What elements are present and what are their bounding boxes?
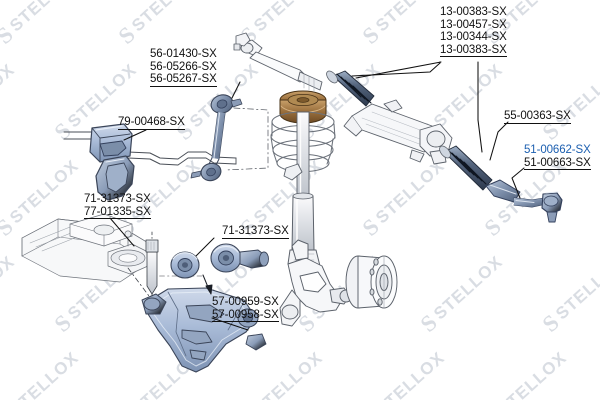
stabilizer-bushing <box>89 123 133 163</box>
part-number: 55-00363-SX <box>504 110 571 122</box>
control-arm-pinch-bolt <box>145 231 159 297</box>
link-construction-lines <box>225 107 269 171</box>
label-underline <box>84 218 151 220</box>
part-number: 56-01430-SX <box>150 48 217 60</box>
steering-rack-boot-left <box>326 70 375 107</box>
stabilizer-link <box>190 94 243 182</box>
part-number: 71-31373-SX <box>84 193 151 205</box>
steering-knuckle <box>279 239 353 327</box>
steering-rack-housing <box>343 99 453 165</box>
leader-lines <box>109 61 525 331</box>
subframe-bush-part-numbers: 71-31373-SX 77-01335-SX <box>84 193 151 220</box>
control-arm-bush-part-number: 71-31373-SX <box>222 225 289 239</box>
stabilizer-bushing-part-number: 79-00468-SX <box>118 116 185 130</box>
stabilizer-bracket <box>95 155 135 201</box>
label-underline <box>524 169 591 171</box>
part-number: 79-00468-SX <box>118 116 185 128</box>
tie-rod-end-part-numbers: 51-00662-SX 51-00663-SX <box>524 144 591 171</box>
part-number: 56-05266-SX <box>150 60 217 73</box>
subframe <box>21 213 151 283</box>
label-underline <box>150 85 217 87</box>
label-underline <box>222 237 289 239</box>
part-number: 13-00383-SX <box>440 6 507 18</box>
wheel-hub <box>345 255 398 309</box>
assembly-arrow <box>202 274 213 295</box>
part-number-highlighted: 51-00662-SX <box>524 144 591 156</box>
part-number: 71-31373-SX <box>222 225 289 237</box>
inner-tie-rod-part-number: 55-00363-SX <box>504 110 571 124</box>
control-arm-bush-rear <box>210 243 269 273</box>
tie-rod-end <box>485 179 563 223</box>
part-number: 57-00958-SX <box>212 308 279 321</box>
label-underline <box>440 56 507 58</box>
lower-control-arm <box>141 287 267 373</box>
part-number: 56-05267-SX <box>150 73 217 86</box>
part-number: 51-00663-SX <box>524 156 591 169</box>
label-underline <box>212 321 279 323</box>
part-number: 13-00457-SX <box>440 18 507 31</box>
label-underline <box>504 122 571 124</box>
part-number: 57-00959-SX <box>212 296 279 308</box>
stabilizer-link-part-numbers: 56-01430-SX 56-05266-SX 56-05267-SX <box>150 48 217 87</box>
part-number: 13-00344-SX <box>440 31 507 44</box>
control-arm-part-numbers: 57-00959-SX 57-00958-SX <box>212 296 279 323</box>
part-number: 77-01335-SX <box>84 205 151 218</box>
inner-tie-rod <box>240 39 323 93</box>
steering-rack-part-numbers: 13-00383-SX 13-00457-SX 13-00344-SX 13-0… <box>440 6 507 58</box>
inner-tie-rod-joint <box>233 32 251 51</box>
control-arm-bush-front <box>170 251 200 279</box>
label-underline <box>118 128 185 130</box>
part-number: 13-00383-SX <box>440 43 507 56</box>
steering-rack-boot-right <box>439 145 493 191</box>
